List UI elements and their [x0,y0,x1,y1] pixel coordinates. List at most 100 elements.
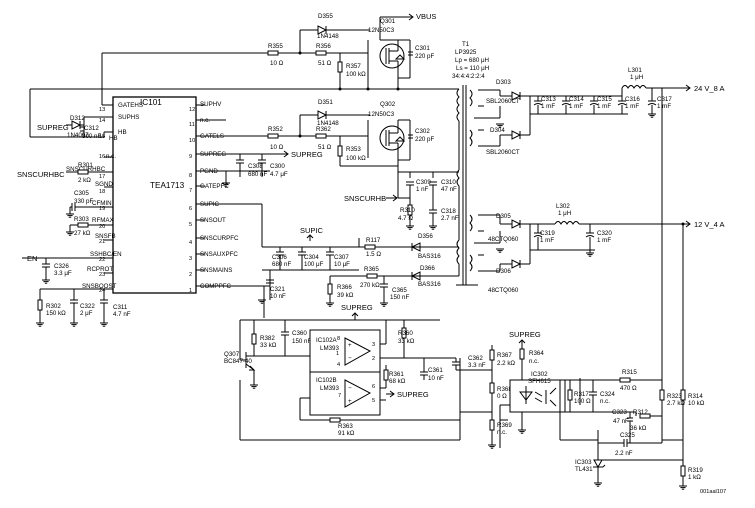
svg-text:3.3 nF: 3.3 nF [468,362,486,369]
vbus-label: VBUS [416,12,436,21]
transformer-t1: T1 LP3925 Lp = 680 μH Ls = 110 μH 34:4:4… [452,41,500,286]
svg-text:R312: R312 [633,409,648,416]
svg-text:150 kΩ: 150 kΩ [46,310,66,317]
svg-text:R315: R315 [622,369,637,376]
svg-text:R319: R319 [688,467,703,474]
svg-text:+: + [348,342,352,349]
svg-text:100 Ω: 100 Ω [574,398,591,405]
output-12v: D305 48CTQ060 D306 48CTQ060 C319 1 mF L3… [484,203,724,390]
svg-text:1 mF: 1 mF [541,103,555,110]
bootstrap: SUPREG D312 1N4007 C312 300 nF HB [30,115,118,142]
svg-text:51 Ω: 51 Ω [318,60,332,67]
svg-text:HB: HB [118,129,127,136]
svg-text:Q307: Q307 [224,351,240,358]
svg-text:100 μF: 100 μF [304,261,324,268]
svg-text:L301: L301 [628,67,642,74]
supreg-label: SUPREG [37,123,69,132]
svg-text:1 mF: 1 mF [540,237,554,244]
svg-text:SNSMAINS: SNSMAINS [200,267,232,274]
svg-text:39 kΩ: 39 kΩ [337,292,354,299]
svg-text:680 nF: 680 nF [272,261,291,268]
svg-text:C321: C321 [270,286,285,293]
svg-text:R362: R362 [316,126,331,133]
svg-text:19: 19 [99,206,105,212]
svg-text:47 nF: 47 nF [613,418,629,425]
svg-text:n.c.: n.c. [497,429,507,436]
svg-text:GATEPFC: GATEPFC [200,183,229,190]
svg-text:SBL2060CT: SBL2060CT [486,98,520,105]
svg-text:T1: T1 [462,41,470,48]
svg-text:C361: C361 [428,367,443,374]
svg-text:6: 6 [372,384,375,390]
svg-text:3: 3 [189,256,192,262]
feedback-section: SUPREG R364 n.c. IC302 SFH615 R315 470 Ω… [499,330,705,490]
svg-text:SNSCURHB: SNSCURHB [344,194,386,203]
svg-text:IC102A: IC102A [316,337,338,344]
svg-text:10 μF: 10 μF [334,261,350,268]
svg-text:47 nF: 47 nF [441,186,457,193]
svg-text:LP3925: LP3925 [455,49,477,56]
svg-text:D306: D306 [496,268,511,275]
supreg-caps: SUPREG C308 680 nF C300 4.7 μF [205,150,323,187]
svg-text:D356: D356 [418,233,433,240]
svg-text:C318: C318 [441,208,456,215]
svg-text:n.c.: n.c. [600,398,610,405]
svg-text:HB: HB [109,135,118,142]
svg-text:−: − [348,385,352,392]
svg-text:2: 2 [372,356,375,362]
svg-text:13: 13 [99,107,105,113]
high-side-stage: VBUS D355 1N4148 Q301 12N50C3 C301 220 p… [29,12,459,137]
svg-text:8: 8 [337,336,340,342]
cap-bank-24v: C313 1 mF C314 1 mF C315 1 mF C316 1 mF [529,96,640,120]
svg-text:SNSCURPFC: SNSCURPFC [200,235,239,242]
svg-text:470 Ω: 470 Ω [620,385,637,392]
svg-text:D305: D305 [496,213,511,220]
ic101-ref: IC101 [140,98,162,107]
svg-text:1: 1 [336,351,339,357]
svg-text:12N50C3: 12N50C3 [368,111,395,118]
svg-text:C322: C322 [80,303,95,310]
svg-text:10 nF: 10 nF [270,293,286,300]
svg-text:2.2 nF: 2.2 nF [615,450,633,457]
svg-text:R361: R361 [389,371,404,378]
svg-text:2 μF: 2 μF [80,310,93,317]
svg-text:2.7 nF: 2.7 nF [441,215,459,222]
pin-gatehs: GATEHS [118,102,143,109]
svg-text:EN: EN [27,254,37,263]
svg-text:R317: R317 [574,391,589,398]
svg-text:C323: C323 [612,409,627,416]
svg-text:C315: C315 [597,96,612,103]
svg-text:RFMAX: RFMAX [92,217,114,224]
svg-text:C300: C300 [270,163,285,170]
svg-text:1N4007: 1N4007 [67,132,89,139]
svg-text:BAS316: BAS316 [418,253,441,260]
svg-text:9: 9 [189,154,192,160]
svg-text:12N50C3: 12N50C3 [368,27,395,34]
svg-text:C316: C316 [625,96,640,103]
svg-text:C301: C301 [415,45,430,52]
svg-text:11: 11 [189,122,195,128]
svg-text:−: − [348,355,352,362]
svg-text:12: 12 [189,107,195,113]
svg-text:R323: R323 [667,393,682,400]
svg-text:R117: R117 [366,237,381,244]
svg-text:2 kΩ: 2 kΩ [78,177,91,184]
svg-text:16: 16 [99,154,105,160]
svg-text:TL431: TL431 [575,466,593,473]
svg-text:C360: C360 [292,330,307,337]
svg-text:n.c.: n.c. [106,153,116,160]
svg-text:SNSAUXPFC: SNSAUXPFC [200,251,238,258]
low-side-stage: D351 1N4148 Q302 12N50C3 C302 220 pF R35… [205,99,434,172]
svg-text:5: 5 [189,222,192,228]
svg-text:SNSFB: SNSFB [95,233,116,240]
svg-text:24: 24 [99,288,105,294]
svg-text:68 kΩ: 68 kΩ [389,378,406,385]
svg-text:4: 4 [189,240,192,246]
svg-text:680 nF: 680 nF [248,171,267,178]
svg-text:10 Ω: 10 Ω [270,60,284,67]
svg-text:150 nF: 150 nF [292,338,311,345]
svg-text:D312: D312 [70,115,85,122]
svg-text:C305: C305 [74,190,89,197]
svg-text:C324: C324 [600,391,615,398]
svg-text:R364: R364 [529,350,544,357]
